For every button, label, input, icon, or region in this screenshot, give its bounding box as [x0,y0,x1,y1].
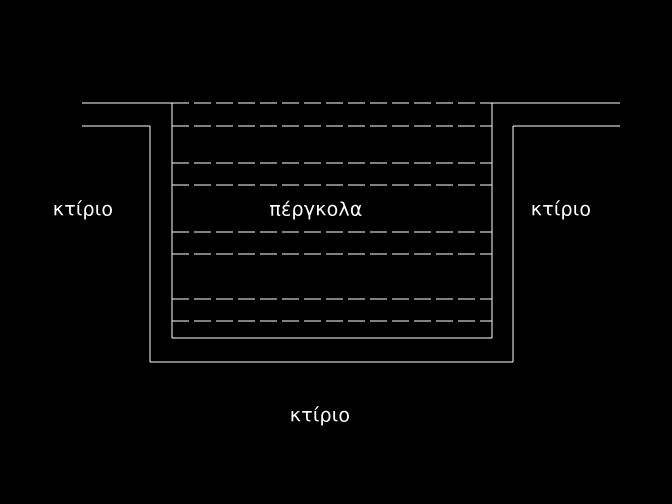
label-bottom-building: κτίριο [289,404,351,427]
label-left-building: κτίριο [52,198,114,221]
pergola-beam-group [172,102,492,322]
label-pergola: πέργκολα [269,198,363,221]
label-right-building: κτίριο [530,198,592,221]
